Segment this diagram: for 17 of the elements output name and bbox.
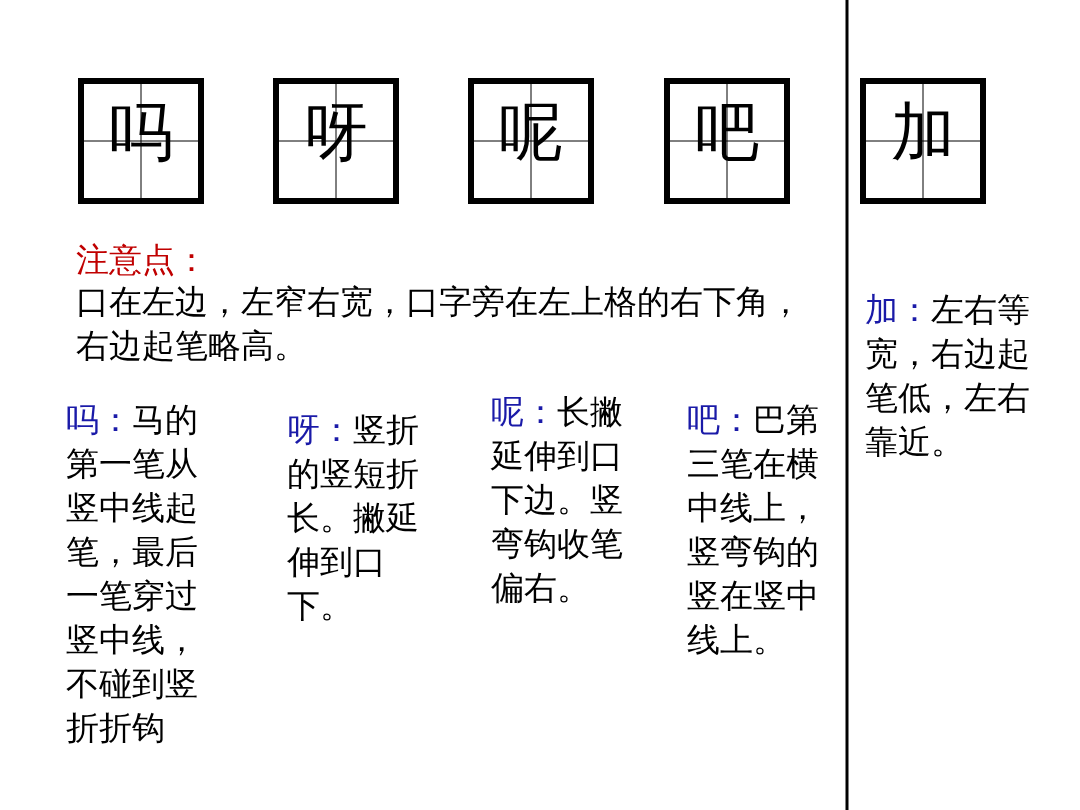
note-heading: 注意点： (76, 239, 209, 281)
grid-box (468, 78, 594, 204)
note-text: 呀：竖折的竖短折长。撇延伸到口下。 (287, 409, 420, 627)
character: 呀 (303, 94, 369, 171)
character: 吗 (108, 94, 174, 171)
grid-box (664, 78, 790, 204)
note-text: 吗：马的第一笔从竖中线起笔，最后一笔穿过竖中线，不碰到竖折折钩 (66, 399, 199, 749)
note-text: 加：左右等宽，右边起笔低，左右靠近。 (865, 289, 1031, 463)
character: 加 (890, 94, 956, 171)
character: 吧 (694, 94, 760, 171)
grid-box (860, 78, 986, 204)
note-text: 呢：长撇延伸到口下边。竖弯钩收笔偏右。 (491, 391, 624, 609)
grid-box (273, 78, 399, 204)
grid-box (78, 78, 204, 204)
note-text: 吧：巴第三笔在横中线上，竖弯钩的竖在竖中线上。 (687, 399, 820, 661)
note-text: 口在左边，左窄右宽，口字旁在左上格的右下角，右边起笔略高。 (76, 281, 803, 367)
character: 呢 (498, 94, 564, 171)
